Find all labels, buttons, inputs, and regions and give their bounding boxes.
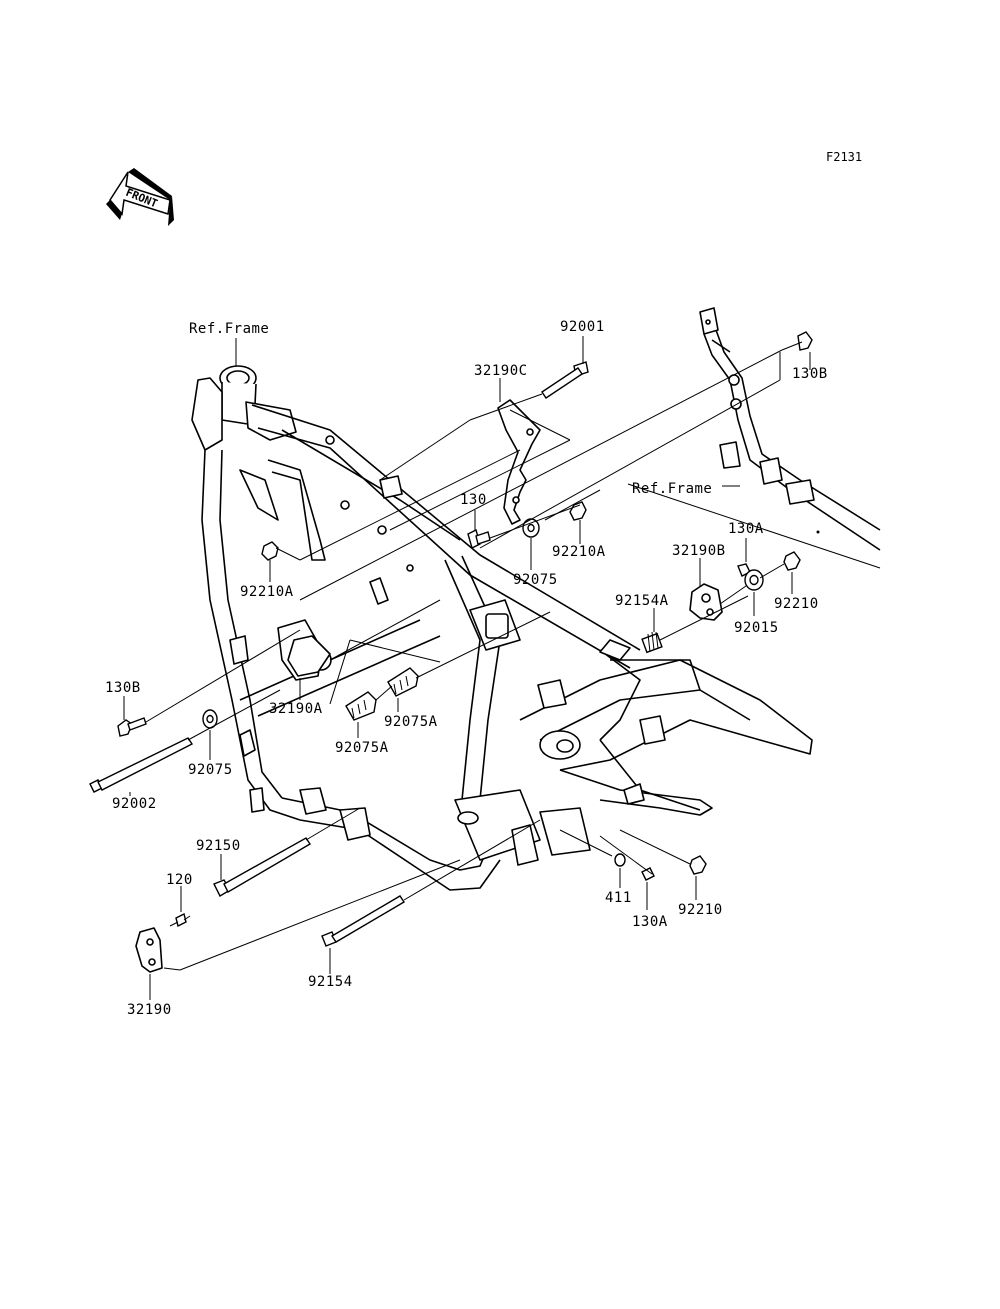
- label-92015: 92015: [734, 620, 779, 636]
- part-92150: [213, 837, 311, 897]
- label-ref-frame-left: Ref.Frame: [189, 321, 269, 337]
- part-92210A-left: [261, 541, 279, 561]
- part-92210-right: [783, 551, 801, 571]
- part-32190A: [287, 635, 331, 677]
- part-92002: [89, 737, 194, 793]
- leader-lines: [123, 336, 881, 1000]
- part-92075A-right: [387, 667, 419, 697]
- part-92001: [541, 361, 589, 399]
- label-411: 411: [605, 890, 632, 906]
- label-130: 130: [460, 492, 487, 508]
- part-92075A-left: [345, 691, 377, 721]
- label-92154A: 92154A: [615, 593, 669, 609]
- part-32190: [135, 927, 163, 973]
- label-92075-top: 92075: [513, 572, 558, 588]
- part-130A-bottom: [641, 867, 655, 881]
- part-92210-bottom: [689, 855, 707, 875]
- callout-labels: Ref.Frame 92001 32190C 130B 130 Ref.Fram…: [105, 319, 828, 1018]
- part-130: [467, 528, 491, 550]
- part-92210A-top: [569, 501, 587, 521]
- label-92210-right: 92210: [774, 596, 819, 612]
- label-32190C: 32190C: [474, 363, 528, 379]
- label-32190B: 32190B: [672, 543, 726, 559]
- part-92015: [744, 569, 764, 591]
- part-92154A: [641, 631, 663, 654]
- label-130B-left: 130B: [105, 680, 141, 696]
- part-92075-top: [522, 518, 540, 538]
- main-frame: [191, 365, 813, 891]
- label-92210A-top: 92210A: [552, 544, 606, 560]
- label-32190: 32190: [127, 1002, 172, 1018]
- label-92150: 92150: [196, 838, 241, 854]
- part-411: [614, 853, 626, 867]
- label-130A-bottom: 130A: [632, 914, 668, 930]
- label-92075A-left: 92075A: [335, 740, 389, 756]
- label-92210A-left: 92210A: [240, 584, 294, 600]
- front-arrow-icon: FRONT: [106, 168, 174, 226]
- label-130A-right: 130A: [728, 521, 764, 537]
- part-130B-top: [781, 331, 813, 351]
- part-120: [169, 912, 187, 928]
- part-92154: [321, 895, 405, 947]
- label-92075A-right: 92075A: [384, 714, 438, 730]
- part-130B-left: [117, 717, 147, 737]
- label-92002: 92002: [112, 796, 157, 812]
- label-120: 120: [166, 872, 193, 888]
- part-32190C: [497, 399, 541, 525]
- figure-code: F2131: [826, 150, 862, 164]
- label-92210-bottom: 92210: [678, 902, 723, 918]
- rear-frame: [699, 307, 881, 551]
- part-32190B: [689, 583, 723, 621]
- label-ref-frame-right: Ref.Frame: [632, 481, 712, 497]
- label-92075-left: 92075: [188, 762, 233, 778]
- label-92154: 92154: [308, 974, 353, 990]
- label-92001: 92001: [560, 319, 605, 335]
- label-32190A: 32190A: [269, 701, 323, 717]
- label-130B-top: 130B: [792, 366, 828, 382]
